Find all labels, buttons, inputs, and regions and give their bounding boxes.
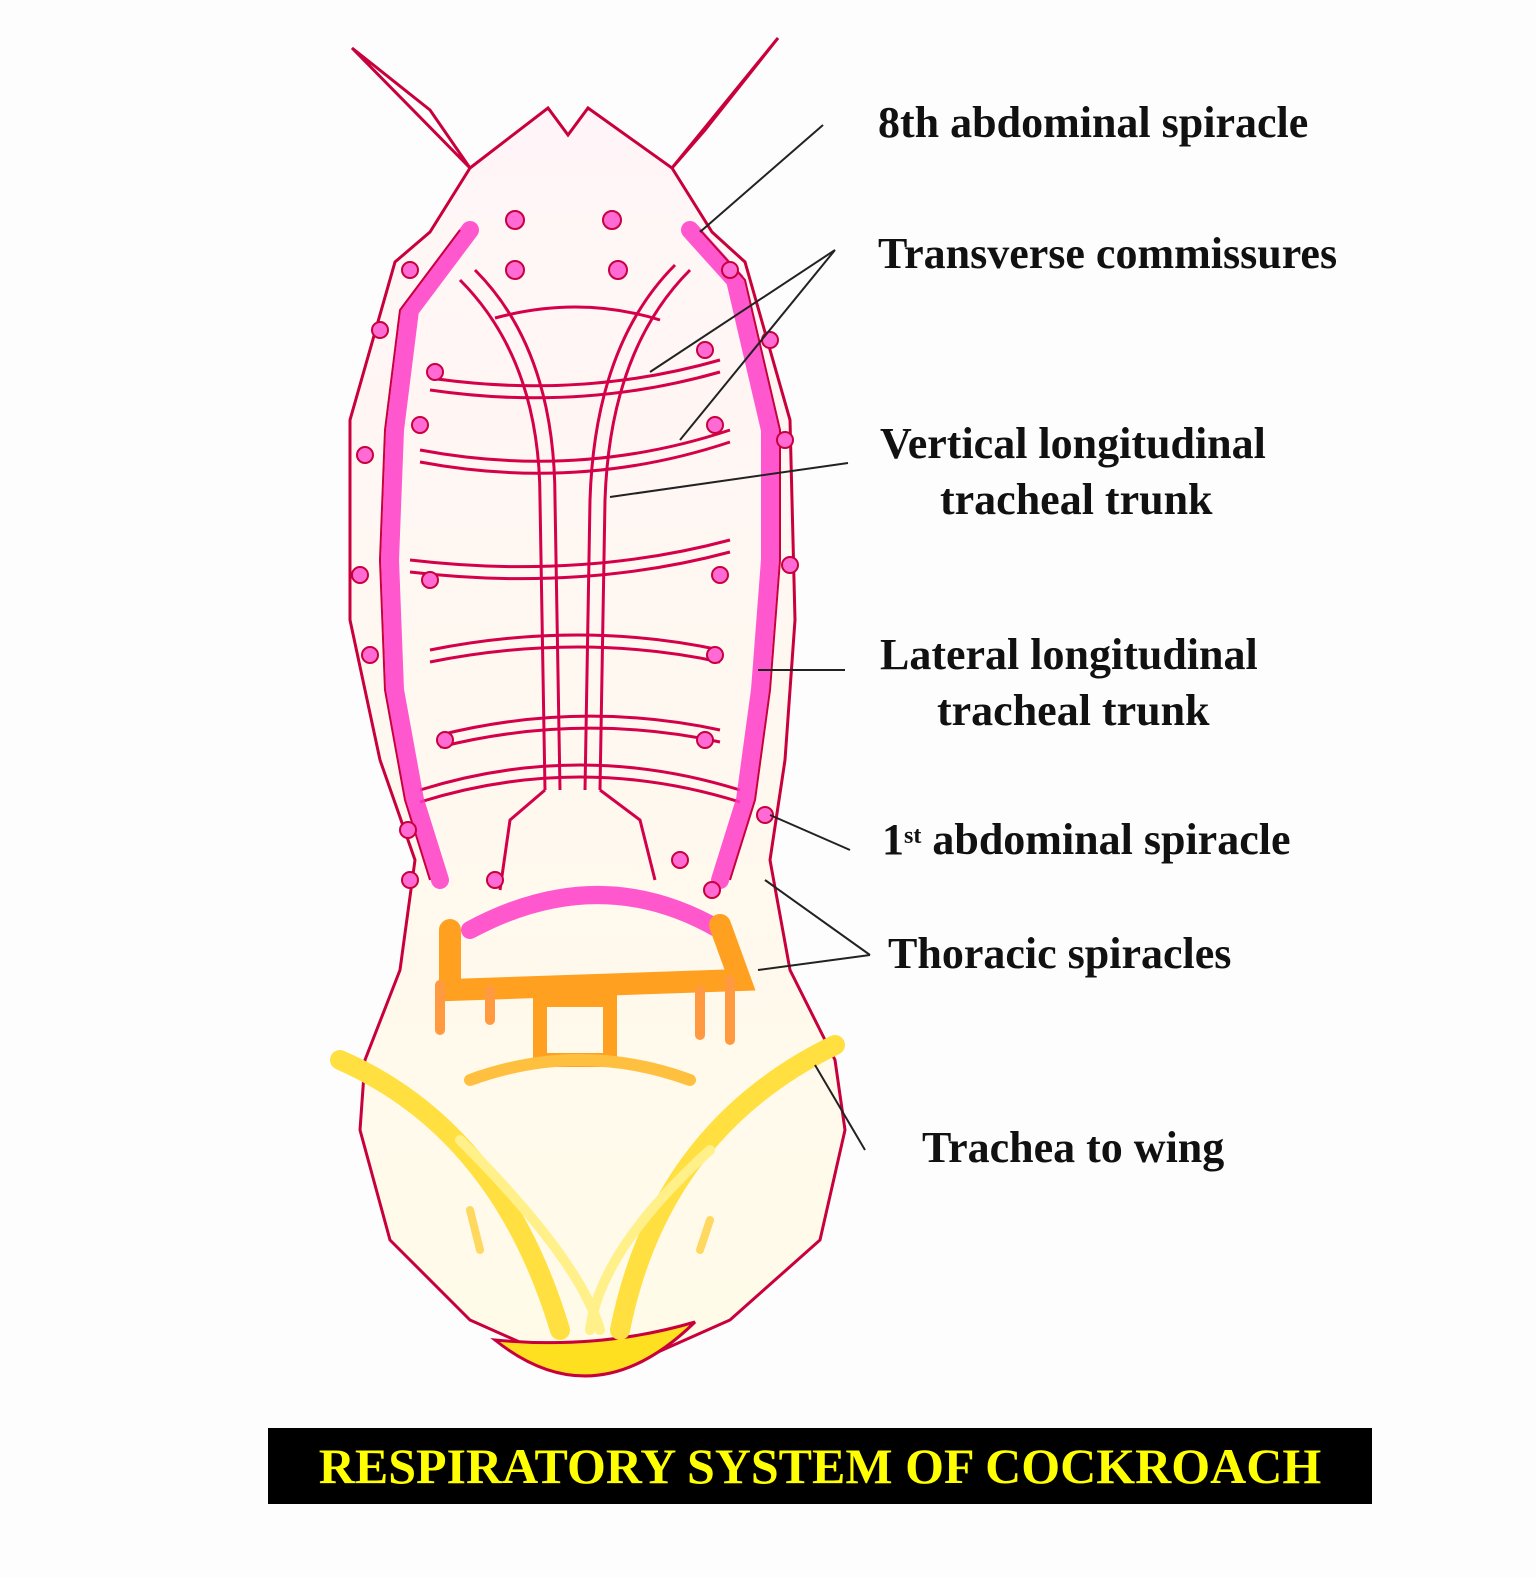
transverse-commissures [409, 305, 741, 804]
label-lateral-longitudinal-line1: Lateral longitudinal [880, 630, 1258, 679]
lateral-longitudinal-trunks [380, 221, 779, 939]
label-8th-abdominal-spiracle: 8th abdominal spiracle [878, 98, 1309, 147]
label-1st-text: abdominal spiracle [932, 815, 1291, 864]
label-lateral-longitudinal-line2: tracheal trunk [937, 686, 1210, 735]
cerci [350, 37, 780, 170]
label-vertical-longitudinal-line1: Vertical longitudinal [880, 419, 1266, 468]
label-1st-abdominal-spiracle: 1st abdominal spiracle [882, 812, 1291, 868]
thoracic-trachea [435, 914, 756, 1086]
title-banner: RESPIRATORY SYSTEM OF COCKROACH [268, 1428, 1372, 1504]
wing-trachea [330, 1035, 845, 1340]
label-vertical-longitudinal-line2: tracheal trunk [940, 475, 1213, 524]
label-1st-superscript: st [904, 823, 922, 849]
leader-lines [609, 124, 871, 1151]
label-thoracic-spiracles: Thoracic spiracles [888, 929, 1232, 978]
vertical-longitudinal-trunks [458, 263, 692, 891]
lateral-trunk-outline [378, 229, 781, 881]
head [490, 1320, 697, 1378]
label-trachea-to-wing: Trachea to wing [922, 1123, 1225, 1172]
label-transverse-commissures: Transverse commissures [878, 229, 1338, 278]
label-1st-number: 1 [882, 815, 904, 864]
